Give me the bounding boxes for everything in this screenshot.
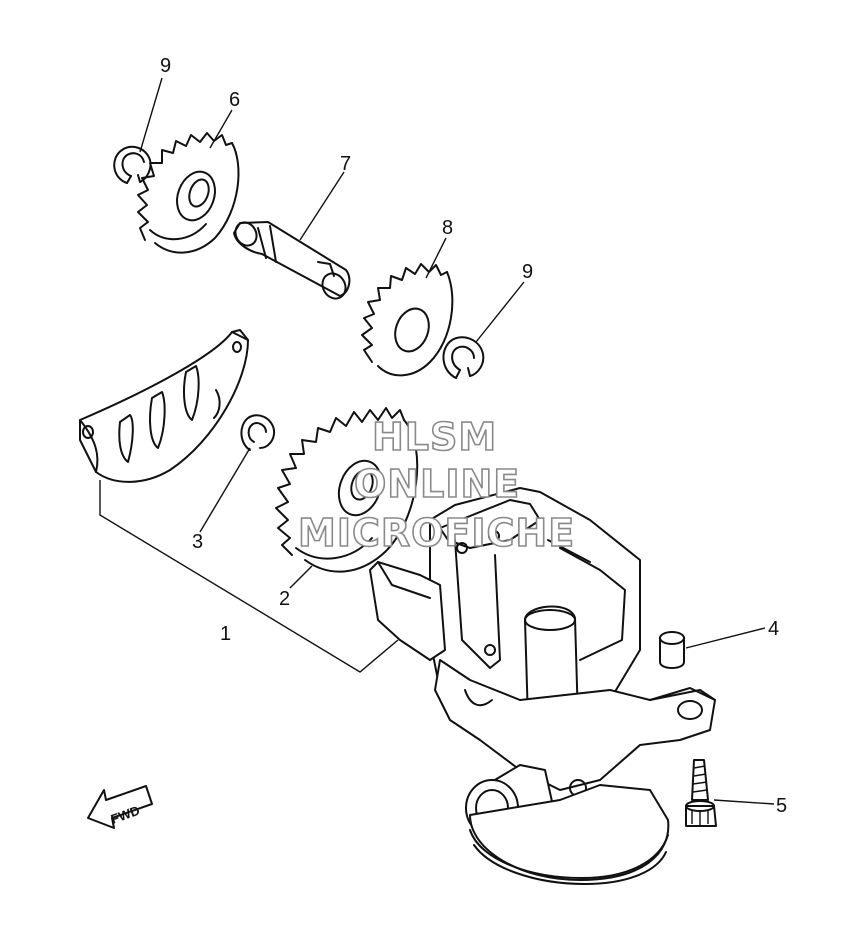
callout-6: 6	[229, 89, 240, 111]
watermark: HLSM ONLINE MICROFICHE	[297, 414, 575, 556]
watermark-line-3: MICROFICHE	[298, 511, 575, 555]
callout-3: 3	[192, 531, 203, 553]
callout-4: 4	[768, 618, 779, 640]
assembly-1-bracket	[99, 480, 399, 673]
oil-pump-body	[369, 487, 716, 885]
gear-2	[275, 407, 419, 573]
dowel-pin-4	[659, 631, 685, 669]
shaft-7	[233, 221, 351, 300]
circlip-9-top	[113, 145, 152, 184]
watermark-line-1: HLSM	[372, 415, 497, 459]
bolt-5	[685, 759, 717, 827]
circlip-9-right	[442, 336, 485, 379]
callout-9-top: 9	[160, 55, 171, 77]
circlip-3	[240, 414, 276, 451]
forward-direction-arrow: FWD	[87, 785, 153, 829]
watermark-line-2: ONLINE	[354, 462, 520, 506]
callout-9-right: 9	[522, 261, 533, 283]
pump-cover-plate	[79, 329, 249, 483]
leader-lines	[139, 77, 775, 805]
callout-8: 8	[442, 217, 453, 239]
callout-2: 2	[279, 588, 290, 610]
callout-1: 1	[220, 623, 231, 645]
callout-5: 5	[776, 795, 787, 817]
gear-8	[361, 263, 454, 377]
callout-7: 7	[340, 153, 351, 175]
gear-6	[137, 132, 240, 254]
